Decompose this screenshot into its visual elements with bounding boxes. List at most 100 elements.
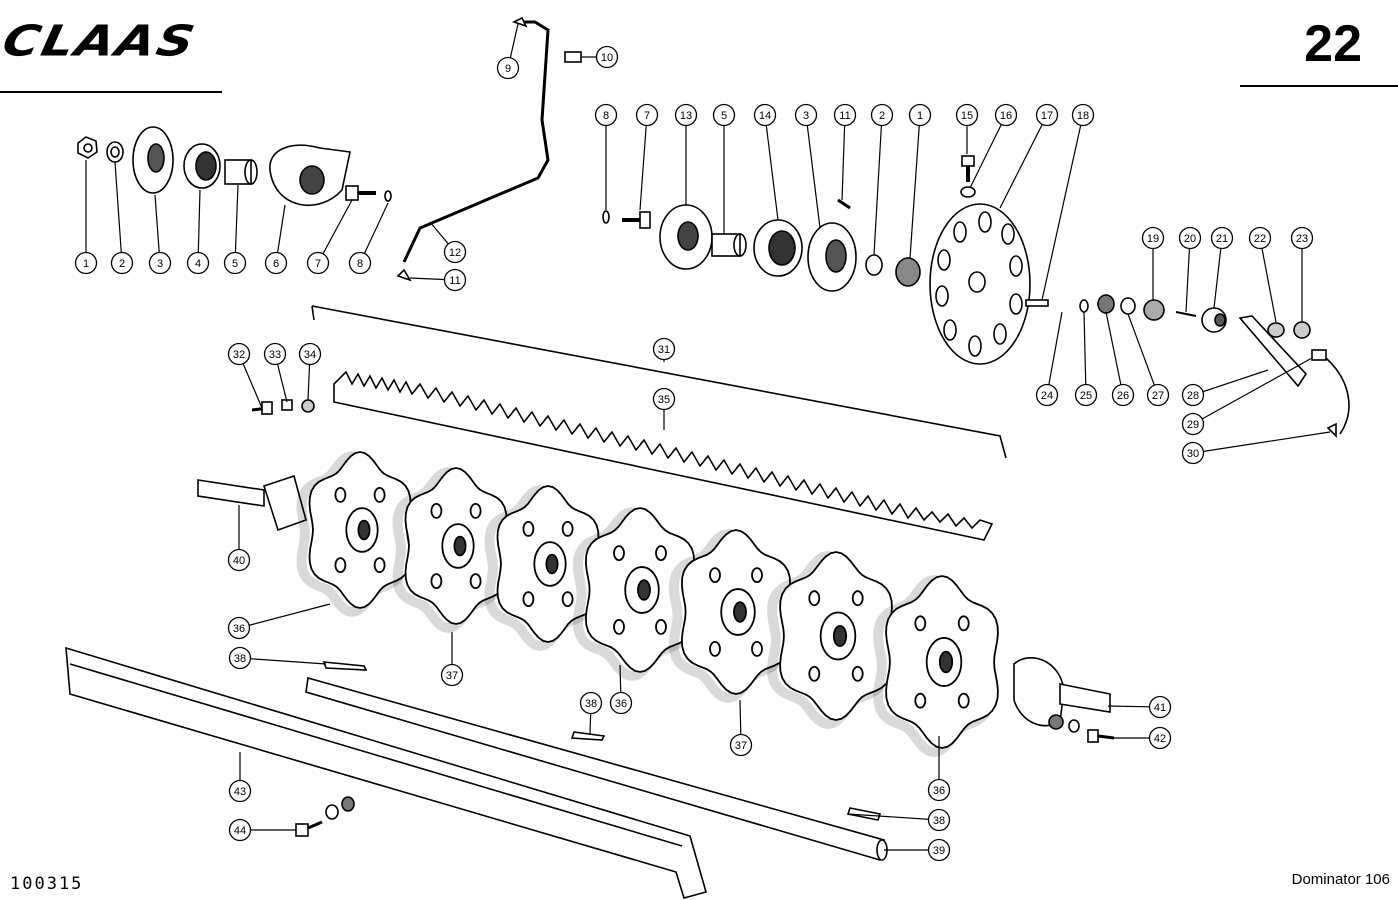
callout-38: 38 — [579, 691, 603, 715]
callout-38: 38 — [927, 808, 951, 832]
callout-circle — [1148, 726, 1172, 750]
drum-disc-4 — [572, 506, 696, 682]
callout-7: 7 — [635, 103, 659, 127]
callout-number: 3 — [803, 110, 809, 122]
part-nut-16 — [960, 186, 976, 198]
callout-number: 32 — [233, 349, 245, 361]
drum-discs — [296, 450, 999, 758]
callout-number: 38 — [585, 698, 597, 710]
callout-circle — [298, 342, 322, 366]
callout-number: 39 — [933, 845, 945, 857]
callout-number: 13 — [680, 110, 692, 122]
callout-6: 6 — [264, 251, 288, 275]
part-pin-11b — [837, 198, 851, 210]
callout-number: 34 — [304, 349, 316, 361]
callout-circle — [955, 103, 979, 127]
part-washer-2 — [106, 141, 124, 163]
callout-8: 8 — [594, 103, 618, 127]
part-stub-shaft-40 — [197, 474, 307, 532]
callout-number: 36 — [615, 698, 627, 710]
bracket-31 — [311, 305, 1007, 459]
callout-20: 20 — [1178, 226, 1202, 250]
callout-36: 36 — [927, 778, 951, 802]
callout-circle — [1035, 103, 1059, 127]
callout-circle — [1146, 383, 1170, 407]
callout-number: 30 — [1187, 448, 1199, 460]
callout-1: 1 — [908, 103, 932, 127]
callout-number: 17 — [1041, 110, 1053, 122]
part-nut-1 — [77, 136, 98, 159]
callout-11: 11 — [833, 103, 857, 127]
leader-line — [873, 114, 883, 256]
callout-number: 33 — [269, 349, 281, 361]
callout-number: 20 — [1184, 233, 1196, 245]
part-key-18 — [1025, 299, 1049, 307]
callout-3: 3 — [148, 251, 172, 275]
callout-36: 36 — [227, 616, 251, 640]
callout-39: 39 — [927, 838, 951, 862]
callout-number: 2 — [879, 110, 885, 122]
callout-circle — [794, 103, 818, 127]
callout-circle — [870, 103, 894, 127]
callout-circle — [1178, 226, 1202, 250]
part-bearing-4 — [183, 143, 221, 189]
part-key-38c — [846, 807, 882, 821]
part-key-38a — [322, 661, 368, 671]
callout-number: 3 — [157, 258, 163, 270]
part-clip-9 — [511, 16, 528, 28]
callout-number: 38 — [933, 815, 945, 827]
callout-circle — [1181, 383, 1205, 407]
part-clip-30 — [1326, 422, 1337, 438]
part-bolt-44 — [295, 820, 323, 837]
callout-circle — [1148, 695, 1172, 719]
callout-number: 44 — [234, 825, 246, 837]
part-nut-44b — [341, 796, 355, 812]
callout-circle — [908, 103, 932, 127]
callout-36: 36 — [609, 691, 633, 715]
callout-number: 5 — [232, 258, 238, 270]
callout-number: 15 — [961, 110, 973, 122]
callout-37: 37 — [729, 733, 753, 757]
callout-number: 37 — [735, 740, 747, 752]
callout-number: 12 — [449, 247, 461, 259]
callout-number: 23 — [1296, 233, 1308, 245]
callout-number: 42 — [1154, 733, 1166, 745]
callout-circle — [1181, 412, 1205, 436]
part-ring-2b — [865, 254, 883, 276]
callout-number: 24 — [1041, 390, 1053, 402]
callout-28: 28 — [1181, 383, 1205, 407]
callout-15: 15 — [955, 103, 979, 127]
leader-line — [239, 657, 327, 665]
part-strip-43 — [65, 646, 707, 899]
callout-circle — [223, 251, 247, 275]
parts-drawing — [77, 16, 1350, 541]
callout-number: 37 — [446, 670, 458, 682]
part-nut-1b — [895, 257, 921, 287]
callout-44: 44 — [228, 818, 252, 842]
callout-circle — [1071, 103, 1095, 127]
drum-disc-7 — [873, 574, 999, 758]
part-stub-shaft-41 — [1013, 656, 1111, 727]
callout-number: 8 — [357, 258, 363, 270]
part-clip-11 — [396, 268, 412, 282]
drum-disc-3 — [484, 484, 600, 652]
leader-line — [1192, 431, 1331, 454]
leader-line — [909, 114, 921, 259]
callout-circle — [440, 663, 464, 687]
callout-circle — [609, 691, 633, 715]
callout-number: 4 — [195, 258, 201, 270]
callout-circle — [186, 251, 210, 275]
callout-43: 43 — [228, 779, 252, 803]
callout-circle — [927, 838, 951, 862]
part-hub-19 — [1143, 299, 1165, 321]
callout-number: 38 — [234, 653, 246, 665]
callout-number: 35 — [658, 394, 670, 406]
callout-circle — [148, 251, 172, 275]
part-flange-13 — [659, 204, 713, 270]
callout-circle — [1141, 226, 1165, 250]
callout-17: 17 — [1035, 103, 1059, 127]
callout-circle — [579, 691, 603, 715]
callout-circle — [1074, 383, 1098, 407]
